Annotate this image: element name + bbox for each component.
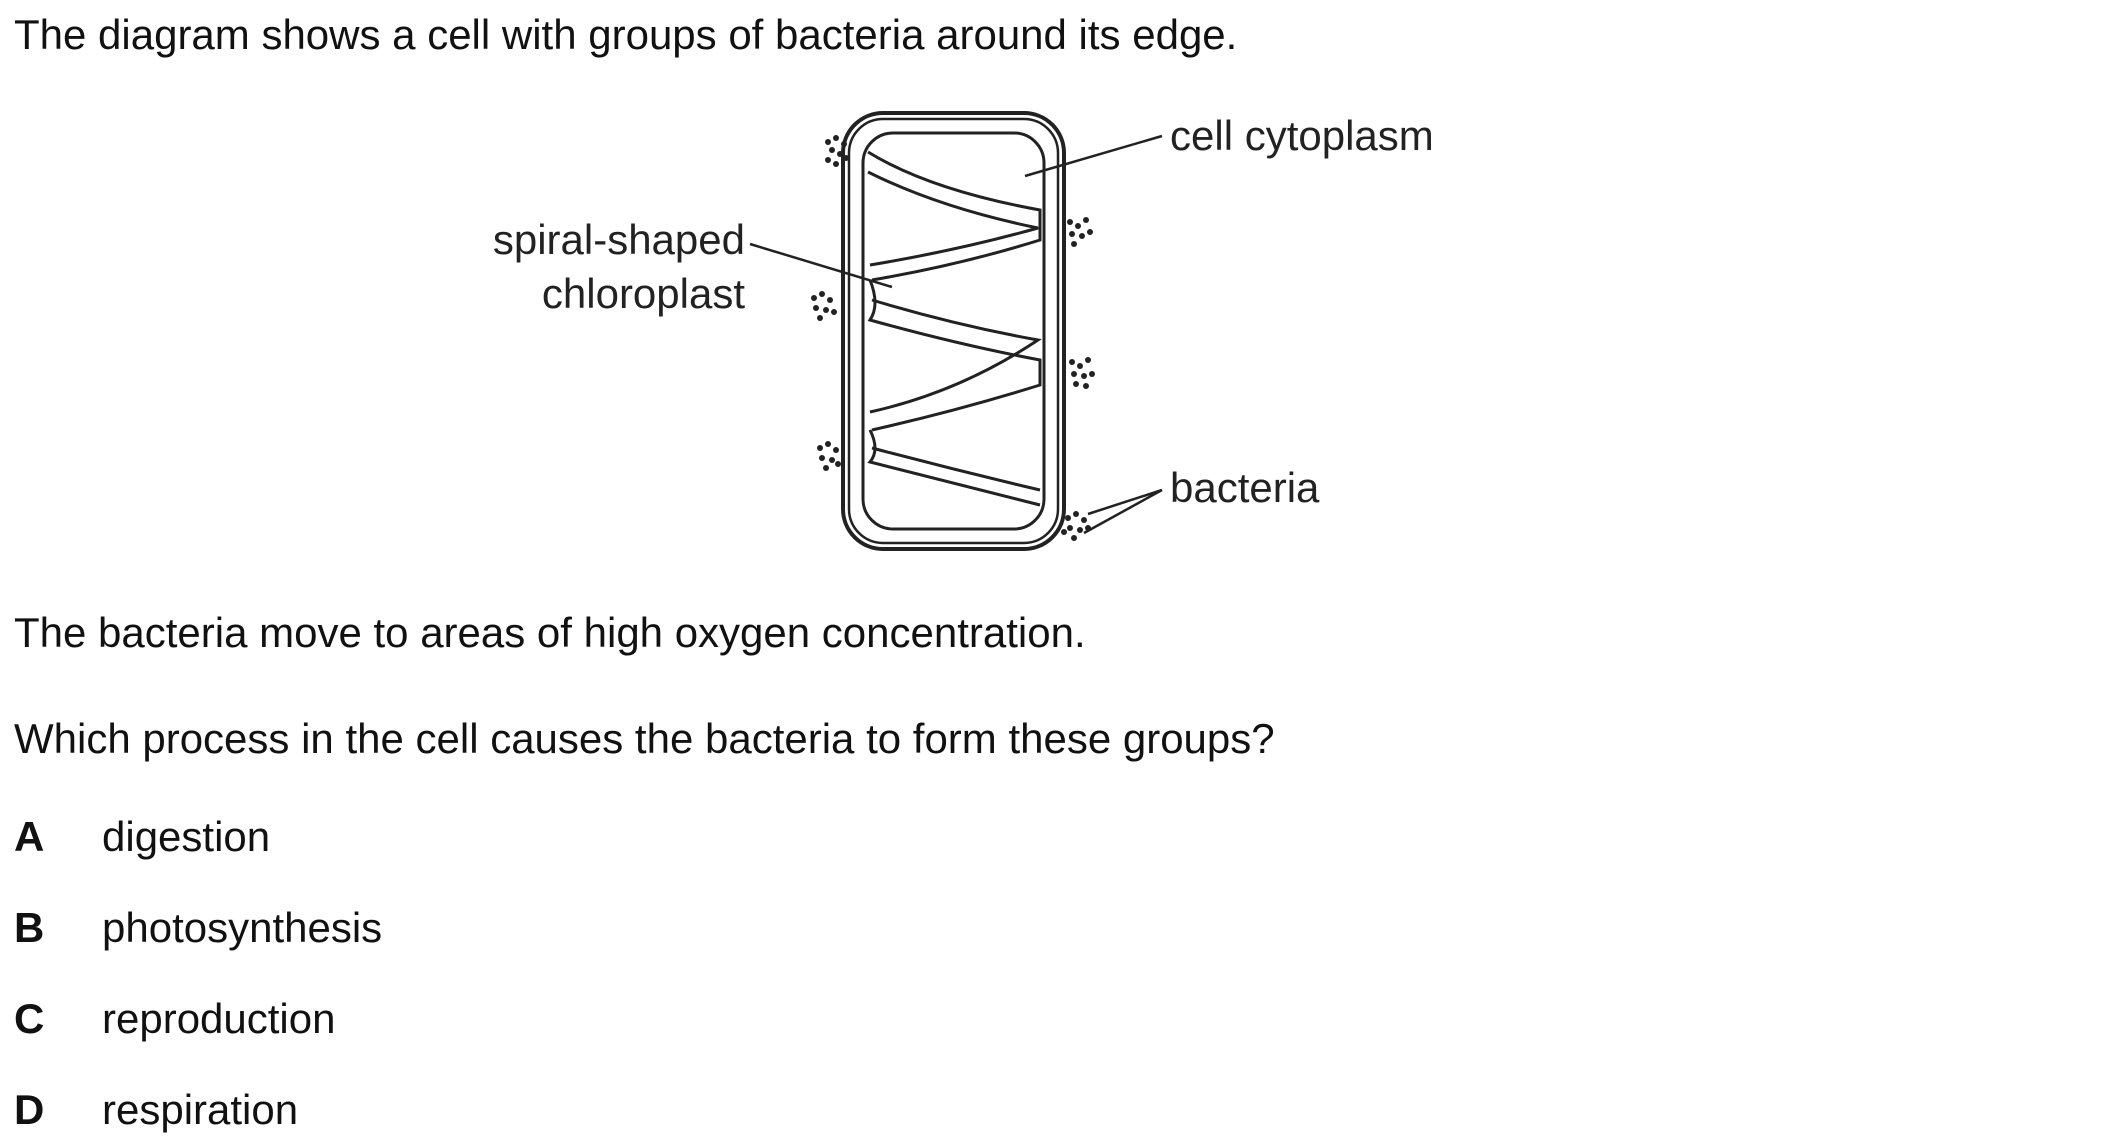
bacteria-group (811, 291, 837, 321)
cytoplasm-leader (1024, 134, 1163, 178)
option-text-c: reproduction (102, 995, 336, 1042)
option-letter-b: B (14, 904, 45, 951)
cell-membrane (861, 131, 1046, 531)
statement-text: The bacteria move to areas of high oxyge… (14, 609, 1086, 656)
intro-text: The diagram shows a cell with groups of … (14, 11, 1238, 58)
label-bacteria: bacteria (1170, 464, 1320, 511)
bacteria-group (817, 441, 841, 471)
question-text: Which process in the cell causes the bac… (14, 715, 1275, 762)
cell-wall-inner (847, 117, 1060, 545)
label-chloroplast: chloroplast (542, 270, 745, 317)
option-text-b: photosynthesis (102, 904, 383, 951)
option-text-d: respiration (102, 1086, 299, 1133)
bacteria-leader-1 (1087, 488, 1163, 516)
chloroplast-leader (749, 242, 893, 289)
option-letter-c: C (14, 995, 45, 1042)
option-letter-d: D (14, 1086, 45, 1133)
spiral-chloroplast (867, 150, 1042, 507)
bacteria-group (1069, 357, 1095, 389)
label-cell-cytoplasm: cell cytoplasm (1170, 112, 1434, 159)
bacteria-group (1067, 217, 1093, 247)
cell-wall-outer (841, 111, 1066, 551)
cell-diagram: cell cytoplasm spiral-shaped chloroplast… (493, 111, 1434, 551)
option-text-a: digestion (102, 813, 271, 860)
leader-lines (749, 134, 1163, 535)
label-spiral-shaped: spiral-shaped (493, 216, 745, 263)
bacteria-groups (811, 135, 1095, 541)
bacteria-leader-2 (1083, 488, 1163, 535)
option-letter-a: A (14, 813, 45, 860)
bacteria-group (825, 135, 849, 167)
